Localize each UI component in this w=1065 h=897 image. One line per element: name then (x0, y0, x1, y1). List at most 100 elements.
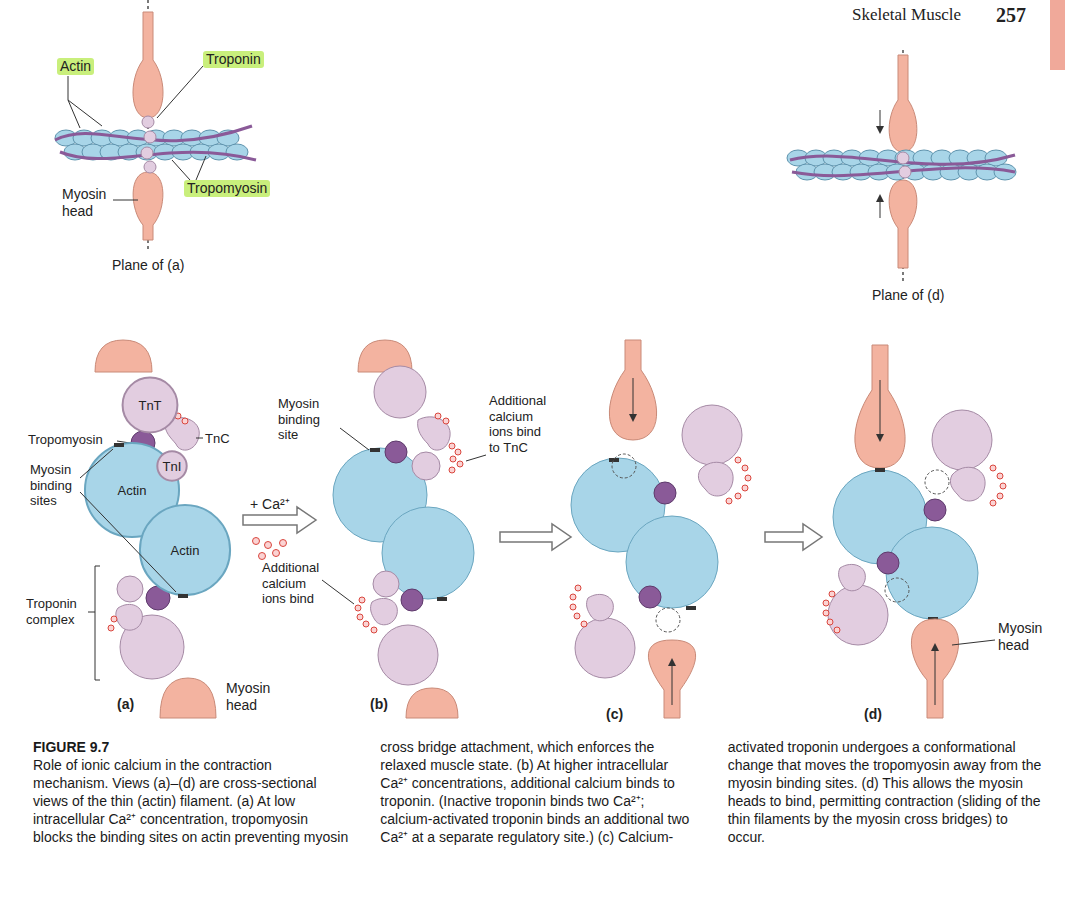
troponin-t: TnT (122, 377, 178, 433)
illustration-part (1000, 483, 1006, 489)
illustration-part (385, 441, 407, 463)
illustration-part (116, 604, 143, 630)
part-label: Tropomyosin (28, 432, 103, 448)
panel-letter: (c) (606, 706, 623, 723)
illustration-part (450, 456, 456, 462)
illustration-part (932, 410, 992, 470)
caption-block: FIGURE 9.7Role of ionic calcium in the c… (33, 738, 1043, 846)
figure-caption: Role of ionic calcium in the contraction… (33, 738, 1043, 846)
plane-label: Plane of (a) (112, 257, 184, 274)
part-label: Myosin head (226, 680, 276, 714)
node-text: Actin (118, 483, 147, 498)
illustration-part (897, 152, 909, 164)
actin-circle: Actin (139, 504, 231, 596)
illustration-part (698, 462, 733, 496)
illustration-part (880, 380, 881, 440)
illustration-part (997, 493, 1003, 499)
illustration-part: TnT (122, 377, 178, 433)
illustration-part (435, 413, 441, 419)
illustration-part (123, 378, 178, 433)
illustration-part (823, 610, 829, 616)
illustration-part (172, 156, 206, 180)
illustration-part (648, 640, 695, 718)
illustration-part (253, 538, 260, 545)
illustration-part (280, 540, 287, 547)
illustration-part (108, 625, 114, 631)
illustration-part (612, 454, 636, 478)
illustration-part (157, 66, 203, 118)
node-text: TnT (138, 398, 161, 413)
illustration-part (656, 608, 680, 632)
illustration-part (196, 438, 203, 439)
illustration-part (141, 147, 153, 159)
illustration-part (157, 451, 186, 480)
illustration-part (574, 613, 580, 619)
illustration-part (378, 625, 438, 685)
illustration-part (60, 152, 256, 160)
illustration-part (886, 527, 978, 619)
illustration-part (88, 566, 100, 680)
illustration-part (875, 468, 885, 472)
figure-title: FIGURE 9.7 (33, 738, 348, 756)
illustration-part (68, 76, 102, 128)
illustration-part (672, 660, 673, 705)
illustration-part: Actin (84, 442, 180, 538)
illustration-part: Actin (139, 504, 231, 596)
illustration-part (412, 452, 440, 480)
illustration-part (355, 605, 361, 611)
illustration-part (911, 619, 958, 718)
illustration-part (443, 418, 449, 424)
illustration-part (925, 470, 949, 494)
illustration-part (990, 500, 996, 506)
illustration-part (182, 418, 188, 424)
binding-site (178, 594, 188, 598)
part-label: Myosin binding sites (30, 462, 80, 509)
illustration-part (654, 482, 676, 504)
illustration-part (899, 166, 911, 178)
illustration-part (997, 473, 1003, 479)
illustration-part (111, 616, 117, 622)
illustration-part (322, 580, 354, 604)
illustration-part (827, 619, 833, 625)
panel-letter: (a) (117, 696, 134, 713)
troponin-i: TnI (157, 451, 187, 481)
plane-label: Plane of (d) (872, 287, 944, 304)
part-label: Myosin binding site (278, 396, 336, 443)
illustration-part (889, 55, 917, 152)
illustration-part (924, 499, 946, 521)
illustration-part (357, 614, 363, 620)
binding-site (114, 443, 124, 447)
node-text: TnI (163, 459, 182, 474)
illustration-part (990, 465, 996, 471)
illustration-part (880, 110, 881, 132)
illustration-part (371, 627, 377, 633)
illustration-part (855, 345, 905, 468)
illustration-part (885, 578, 909, 602)
part-label: TnC (205, 431, 230, 447)
reagent-label: + Ca²⁺ (250, 496, 290, 513)
illustration-part (575, 618, 635, 678)
illustration-part (259, 553, 266, 560)
part-label: Additional calcium ions bind (262, 560, 324, 607)
part-label: Actin (57, 58, 94, 75)
illustration-part (437, 597, 447, 601)
illustration-part (418, 417, 451, 450)
part-label: Myosin head (62, 186, 112, 220)
illustration-part (877, 552, 899, 574)
illustration-part (401, 589, 423, 611)
illustration-part (95, 340, 152, 372)
illustration-part (880, 196, 881, 218)
illustration-part (455, 449, 461, 455)
node-text: Actin (171, 543, 200, 558)
panel-letter: (d) (864, 706, 882, 723)
illustration-part (829, 591, 835, 597)
running-head: Skeletal Muscle (852, 5, 961, 25)
actin-circle: Actin (84, 442, 180, 538)
illustration-part (265, 542, 272, 549)
page-tab (1050, 0, 1065, 70)
illustration-part (363, 621, 369, 627)
illustration-part (745, 475, 751, 481)
illustration-part (133, 172, 163, 240)
illustration-part (113, 200, 138, 201)
